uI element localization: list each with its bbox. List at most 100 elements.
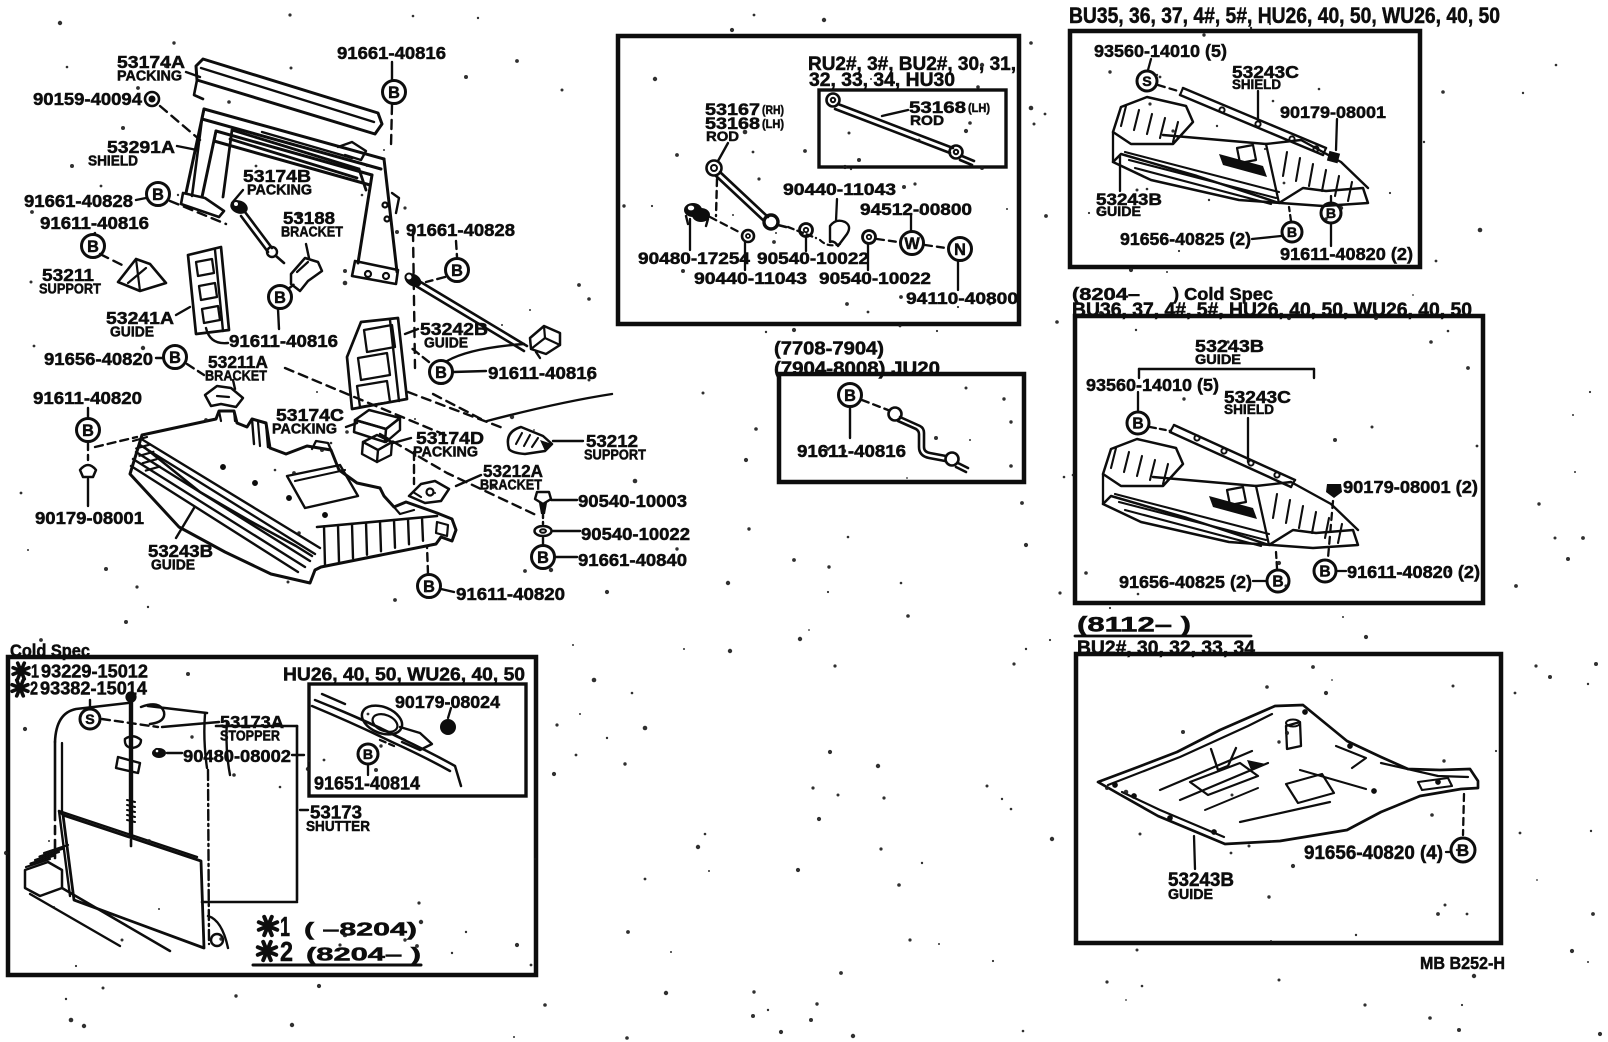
svg-text:53243B: 53243B (1168, 870, 1234, 891)
svg-text:32, 33, 34, HU30: 32, 33, 34, HU30 (809, 70, 955, 91)
svg-text:(LH): (LH) (762, 117, 784, 131)
svg-text:GUIDE: GUIDE (110, 325, 154, 341)
svg-text:53168: 53168 (909, 99, 966, 117)
svg-text:SHIELD: SHIELD (1224, 402, 1274, 417)
svg-text:90480-17254: 90480-17254 (638, 250, 751, 268)
svg-text:91656-40820: 91656-40820 (44, 349, 153, 369)
svg-text:53211: 53211 (42, 265, 94, 285)
svg-text:B: B (82, 422, 94, 440)
svg-text:RU2#, 3#, BU2#, 30, 31,: RU2#, 3#, BU2#, 30, 31, (808, 54, 1016, 75)
svg-text:53168: 53168 (705, 115, 760, 133)
svg-text:SHIELD: SHIELD (88, 154, 138, 170)
svg-text:91611-40816: 91611-40816 (229, 331, 338, 351)
svg-text:PACKING: PACKING (247, 183, 312, 199)
svg-text:ROD: ROD (910, 113, 944, 128)
svg-text:91661-40816: 91661-40816 (337, 43, 446, 63)
svg-text:53241A: 53241A (106, 308, 174, 328)
svg-text:90540-10022: 90540-10022 (757, 250, 869, 268)
svg-text:91656-40820 (4): 91656-40820 (4) (1304, 843, 1443, 864)
svg-text:53188: 53188 (283, 208, 335, 228)
svg-text:BU2#, 30, 32, 33, 34: BU2#, 30, 32, 33, 34 (1077, 638, 1255, 659)
svg-text:B: B (1326, 206, 1336, 222)
svg-text:STOPPER: STOPPER (220, 729, 281, 745)
svg-text:53174D: 53174D (416, 428, 484, 448)
svg-text:(RH): (RH) (762, 103, 784, 117)
svg-text:53174A: 53174A (117, 52, 185, 72)
svg-text:53243B: 53243B (148, 541, 213, 561)
svg-text:SHIELD: SHIELD (1232, 77, 1281, 92)
svg-text:90480-08002: 90480-08002 (183, 746, 291, 766)
svg-text:SUPPORT: SUPPORT (584, 448, 646, 464)
svg-text:GUIDE: GUIDE (1096, 204, 1141, 219)
svg-text:BU36, 37, 4#, 5#, HU26, 40, 50: BU36, 37, 4#, 5#, HU26, 40, 50, WU26, 40… (1072, 300, 1472, 321)
svg-text:2: 2 (280, 936, 293, 967)
svg-text:B: B (152, 186, 164, 204)
svg-text:1: 1 (31, 661, 39, 682)
svg-text:S: S (1142, 74, 1151, 90)
svg-text:91611-40816: 91611-40816 (797, 441, 906, 461)
svg-text:91611-40816: 91611-40816 (488, 363, 597, 383)
svg-text:91611-40820: 91611-40820 (33, 388, 142, 408)
svg-text:93560-14010 (5): 93560-14010 (5) (1094, 41, 1227, 61)
svg-text:B: B (1132, 416, 1143, 433)
svg-text:SUPPORT: SUPPORT (39, 282, 101, 298)
svg-text:53243B: 53243B (1195, 336, 1264, 356)
svg-text:91656-40825 (2): 91656-40825 (2) (1119, 572, 1252, 592)
svg-text:B: B (844, 387, 856, 405)
svg-text:90179-08001: 90179-08001 (35, 508, 144, 528)
svg-text:53212: 53212 (586, 431, 638, 451)
svg-text:BRACKET: BRACKET (480, 478, 542, 494)
svg-text:91611-40820: 91611-40820 (456, 584, 565, 604)
svg-text:HU26, 40, 50, WU26, 40, 50: HU26, 40, 50, WU26, 40, 50 (283, 664, 525, 685)
svg-text:(LH): (LH) (968, 101, 990, 115)
svg-text:93229-15012: 93229-15012 (41, 661, 148, 682)
svg-text:91661-40828: 91661-40828 (24, 191, 133, 211)
svg-text:53174C: 53174C (276, 405, 344, 425)
svg-text:(8112– ): (8112– ) (1077, 613, 1191, 637)
svg-text:90540-10022: 90540-10022 (581, 524, 690, 544)
svg-text:91661-40828: 91661-40828 (406, 220, 515, 240)
svg-text:1: 1 (280, 911, 290, 942)
svg-text:B: B (537, 549, 549, 567)
svg-text:B: B (451, 262, 463, 280)
svg-text:91651-40814: 91651-40814 (314, 773, 421, 794)
svg-text:B: B (1272, 574, 1283, 591)
svg-text:53211A: 53211A (208, 352, 268, 372)
svg-text:90540-10003: 90540-10003 (578, 491, 687, 511)
svg-text:91611-40816: 91611-40816 (40, 213, 149, 233)
svg-text:53173: 53173 (310, 802, 362, 823)
svg-text:GUIDE: GUIDE (424, 336, 468, 352)
svg-text:GUIDE: GUIDE (1195, 352, 1241, 367)
svg-text:B: B (1457, 841, 1469, 860)
svg-text:ROD: ROD (706, 129, 739, 144)
svg-text:90179-08001 (2): 90179-08001 (2) (1343, 477, 1478, 497)
svg-text:B: B (363, 747, 373, 763)
svg-text:2: 2 (30, 678, 38, 699)
svg-text:MB B252-H: MB B252-H (1420, 953, 1505, 973)
svg-text:B: B (435, 364, 447, 382)
svg-text:90179-08001: 90179-08001 (1280, 104, 1386, 122)
svg-text:BRACKET: BRACKET (205, 369, 267, 385)
svg-text:91611-40820 (2): 91611-40820 (2) (1280, 244, 1413, 264)
svg-text:53212A: 53212A (483, 461, 543, 481)
svg-text:(7904-8008) JU20: (7904-8008) JU20 (774, 358, 940, 379)
svg-text:53174B: 53174B (243, 166, 311, 186)
svg-text:BRACKET: BRACKET (281, 225, 343, 241)
svg-text:) Cold Spec: ) Cold Spec (1173, 284, 1273, 304)
svg-text:90540-10022: 90540-10022 (819, 270, 931, 288)
svg-text:PACKING: PACKING (413, 445, 478, 461)
svg-text:53243C: 53243C (1232, 62, 1299, 82)
svg-text:(8204–: (8204– (1072, 284, 1140, 304)
svg-text:B: B (169, 349, 181, 367)
svg-text:94110-40800: 94110-40800 (906, 290, 1018, 308)
svg-text:91611-40820 (2): 91611-40820 (2) (1347, 562, 1480, 582)
svg-text:91661-40840: 91661-40840 (578, 550, 687, 570)
svg-text:94512-00800: 94512-00800 (860, 201, 972, 219)
svg-text:W: W (904, 235, 920, 253)
svg-text:53242B: 53242B (420, 319, 488, 339)
svg-text:B: B (274, 289, 286, 307)
svg-text:N: N (954, 241, 966, 259)
svg-text:PACKING: PACKING (117, 69, 182, 85)
svg-text:90440-11043: 90440-11043 (783, 181, 896, 199)
svg-text:93382-15014: 93382-15014 (40, 678, 148, 699)
